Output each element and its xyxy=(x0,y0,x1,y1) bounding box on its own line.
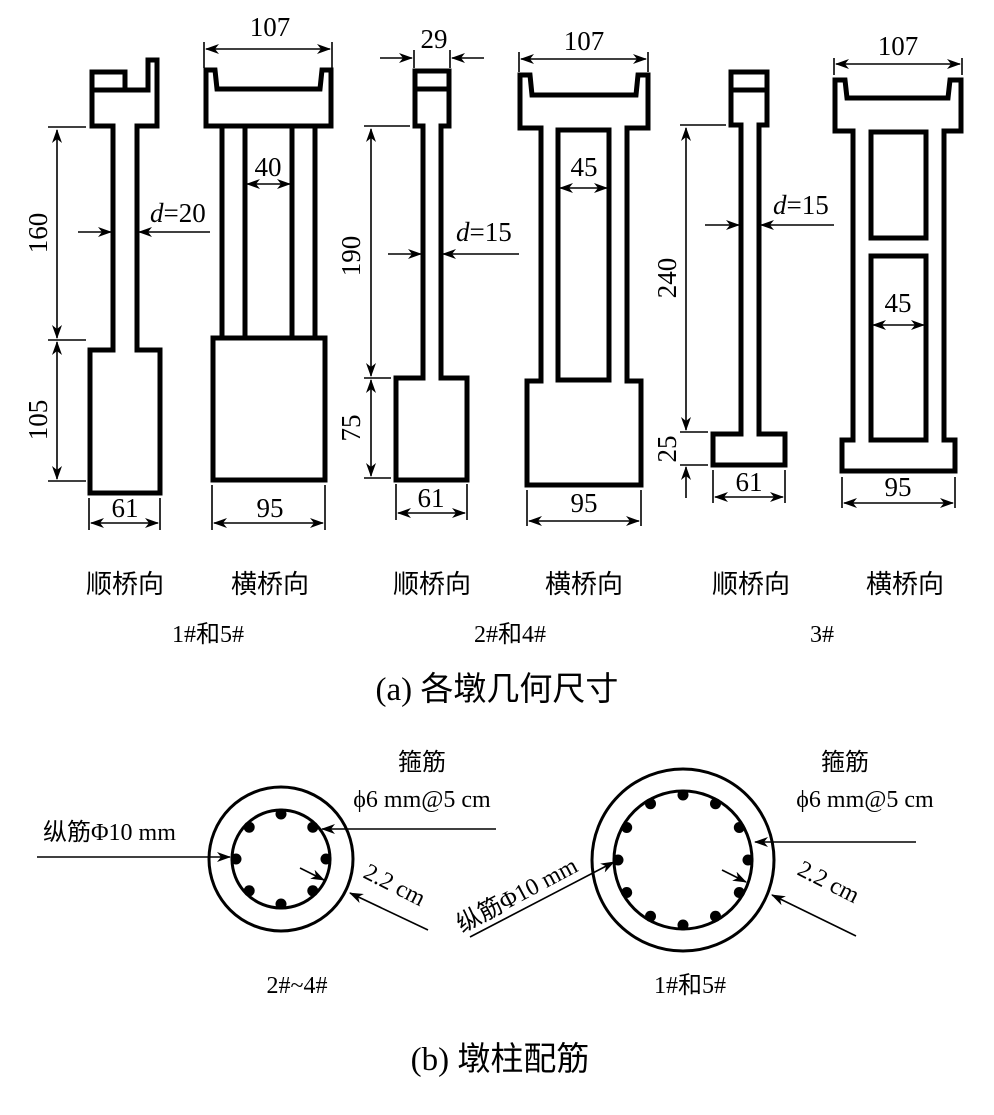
cap-width-label: 29 xyxy=(421,24,448,54)
diameter-label: d=15 xyxy=(773,190,829,220)
rebar-dot xyxy=(733,887,745,898)
base-width-label: 61 xyxy=(736,467,763,497)
pier-group-1-5: 160 105 d=20 61 107 40 xyxy=(23,12,334,648)
lower-height-label: 25 xyxy=(652,436,682,463)
section-2-4: 箍筋 ϕ6 mm@5 cm 纵筋Φ10 mm 2.2 cm 2#~4# xyxy=(37,749,496,999)
pier-3-longitudinal-outline xyxy=(710,69,788,468)
view-label-longitudinal: 顺桥向 xyxy=(712,570,790,599)
pier-3-longitudinal-view: 240 25 d=15 61 xyxy=(652,69,834,503)
rebar-dot xyxy=(677,789,689,801)
upper-height-label: 190 xyxy=(336,236,366,277)
column-gap-label: 40 xyxy=(255,152,282,182)
cover-arrow-inner xyxy=(721,869,747,883)
section-label: 2#~4# xyxy=(267,973,328,999)
base-width-label: 61 xyxy=(112,493,139,523)
rebar-dot xyxy=(645,798,656,810)
stirrup-title: 箍筋 xyxy=(398,749,446,776)
pier-1-5-longitudinal-view: 160 105 d=20 61 xyxy=(23,57,210,530)
figure-a-caption: (a) 各墩几何尺寸 xyxy=(376,671,619,708)
view-label-longitudinal: 顺桥向 xyxy=(393,570,471,599)
upper-hollow-opening xyxy=(868,129,929,241)
rebar-dot xyxy=(612,854,624,866)
longitudinal-bar-label: 纵筋Φ10 mm xyxy=(452,852,582,938)
top-width-label: 107 xyxy=(564,26,605,56)
top-width-label: 107 xyxy=(250,12,291,42)
rebar-dot xyxy=(645,910,656,922)
figure-b-caption: (b) 墩柱配筋 xyxy=(411,1041,590,1078)
lower-height-label: 75 xyxy=(336,415,366,442)
hollow-opening xyxy=(555,127,612,383)
rebar-dot xyxy=(230,853,242,865)
view-label-longitudinal: 顺桥向 xyxy=(86,570,164,599)
pier-3-transverse-outline xyxy=(832,77,964,474)
pier-group-3: 240 25 d=15 61 107 45 xyxy=(652,31,964,648)
rebar-dot xyxy=(307,885,319,897)
view-label-transverse: 横桥向 xyxy=(545,570,623,599)
foundation-block xyxy=(210,335,328,483)
rebar-dot xyxy=(307,821,319,833)
pier-3-transverse-view: 107 45 95 xyxy=(832,31,964,508)
cover-arrow-outer xyxy=(349,892,429,931)
cover-arrow-outer xyxy=(771,894,857,937)
base-width-label: 95 xyxy=(571,488,598,518)
stirrup-title: 箍筋 xyxy=(821,749,869,776)
longitudinal-bar-label: 纵筋Φ10 mm xyxy=(43,819,176,846)
pier-1-5-transverse-view: 107 40 95 xyxy=(203,12,334,530)
pier-group-2-4: 29 190 75 d=15 61 107 xyxy=(336,24,651,648)
pier-group-label: 3# xyxy=(810,622,834,648)
pier-group-label: 2#和4# xyxy=(474,621,546,648)
outer-concrete-circle xyxy=(207,785,355,933)
rebar-dot xyxy=(275,898,287,910)
rebar-dot xyxy=(243,821,255,833)
diameter-label: d=20 xyxy=(150,198,206,228)
column-gap-label: 45 xyxy=(571,152,598,182)
rebar-dot xyxy=(710,910,721,922)
view-label-transverse: 横桥向 xyxy=(866,570,944,599)
base-width-label: 95 xyxy=(257,493,284,523)
rebar-dot xyxy=(677,919,689,931)
rebar-dot xyxy=(243,885,255,897)
stirrup-spec: ϕ6 mm@5 cm xyxy=(796,787,934,813)
rebar-dot xyxy=(320,853,332,865)
longitudinal-bars xyxy=(230,808,332,910)
base-width-label: 61 xyxy=(418,483,445,513)
stirrup-spec: ϕ6 mm@5 cm xyxy=(353,787,491,813)
pier-2-4-longitudinal-view: 29 190 75 d=15 61 xyxy=(336,24,519,520)
pier-2-4-transverse-view: 107 45 95 xyxy=(517,26,651,526)
diameter-label: d=15 xyxy=(456,217,512,247)
stirrup-circle xyxy=(612,789,754,931)
pier-2-4-longitudinal-outline xyxy=(393,68,470,483)
section-label: 1#和5# xyxy=(654,972,726,999)
rebar-dot xyxy=(275,808,287,820)
cover-label: 2.2 cm xyxy=(359,859,429,912)
pier-1-5-transverse-outline xyxy=(203,67,334,129)
rebar-dot xyxy=(710,798,721,810)
base-width-label: 95 xyxy=(885,472,912,502)
outer-concrete-circle xyxy=(590,767,776,953)
upper-height-label: 160 xyxy=(23,213,53,254)
lower-hollow-opening xyxy=(868,253,929,443)
pier-group-label: 1#和5# xyxy=(172,621,244,648)
view-label-transverse: 横桥向 xyxy=(231,570,309,599)
longitudinal-bars xyxy=(612,789,754,931)
pier-2-4-transverse-outline xyxy=(517,72,651,488)
rebar-dot xyxy=(733,822,745,833)
cover-label: 2.2 cm xyxy=(793,856,863,909)
pier-1-5-longitudinal-outline xyxy=(87,57,163,496)
upper-height-label: 240 xyxy=(652,258,682,299)
rebar-dot xyxy=(742,854,754,866)
cover-arrow-inner xyxy=(299,867,325,881)
lower-height-label: 105 xyxy=(23,400,53,441)
section-1-5: 箍筋 ϕ6 mm@5 cm 纵筋Φ10 mm 2.2 cm 1#和5# xyxy=(452,749,934,999)
rebar-dot xyxy=(621,887,633,898)
rebar-dot xyxy=(621,822,633,833)
longitudinal-bar-leader xyxy=(469,861,615,938)
column-gap-label: 45 xyxy=(885,288,912,318)
top-width-label: 107 xyxy=(878,31,919,61)
